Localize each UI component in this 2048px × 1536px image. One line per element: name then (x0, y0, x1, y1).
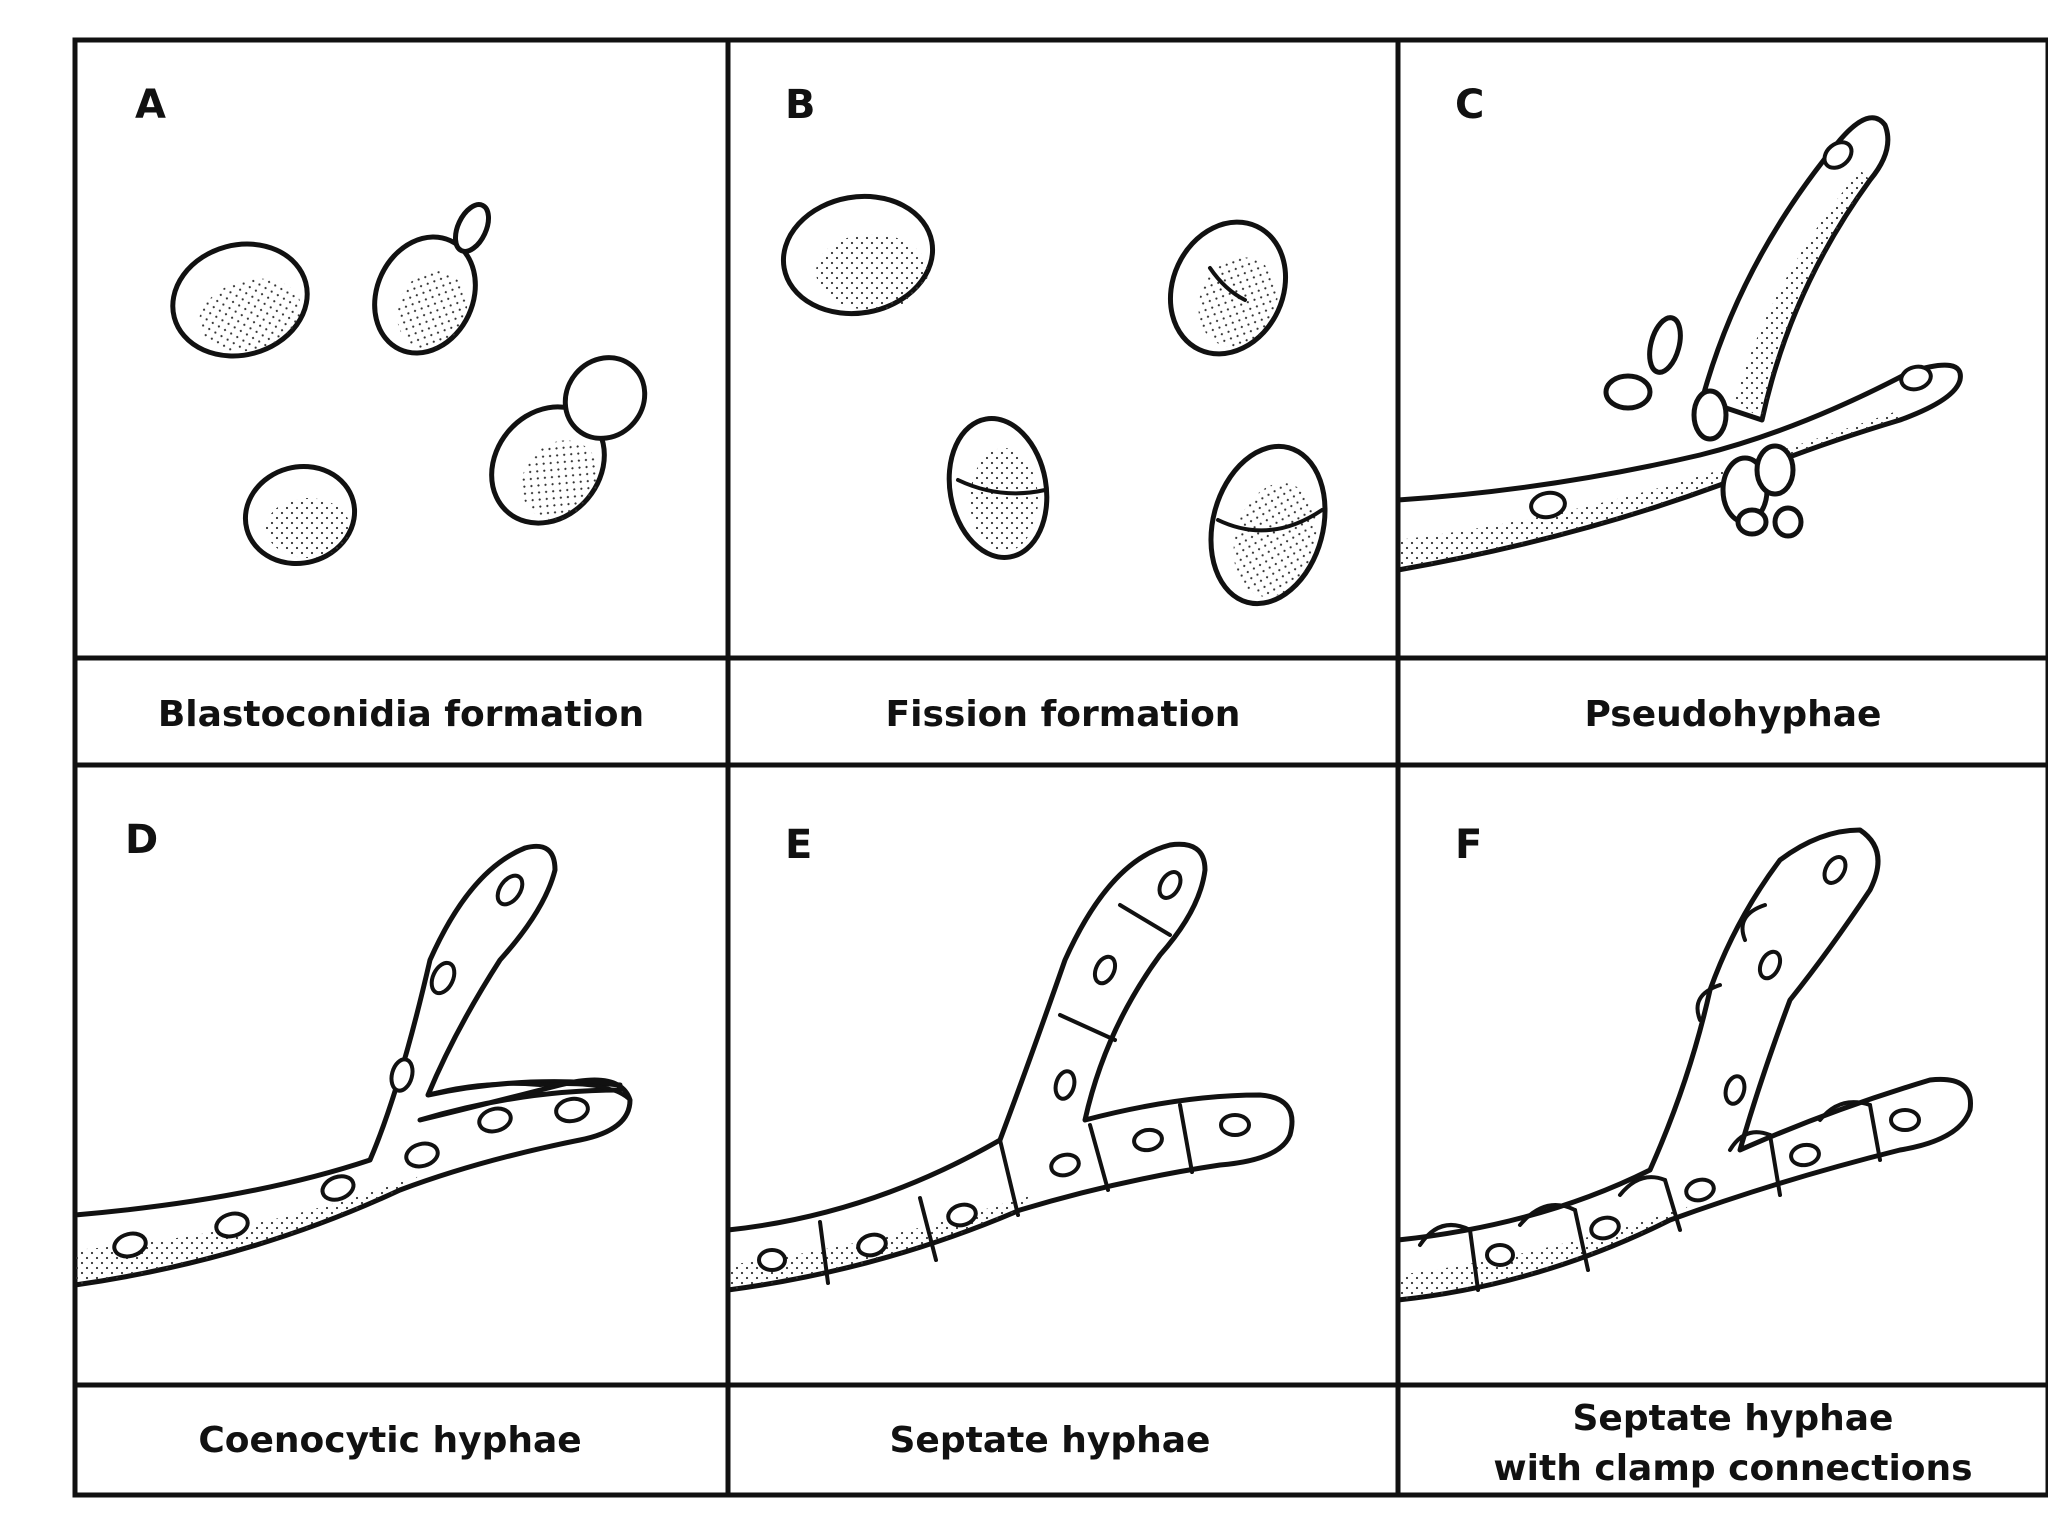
panel-letter-c: C (1455, 82, 1484, 128)
septate-hyphae-illustration (725, 841, 1295, 1293)
panel-letter-d: D (125, 817, 158, 863)
panel-c: C Pseudohyphae (1395, 82, 1963, 735)
coenocytic-hyphae-illustration (72, 843, 633, 1288)
panel-b: B Fission formation (780, 82, 1328, 735)
panel-grid (72, 37, 2048, 1498)
blastoconidia-illustration (170, 202, 648, 567)
panel-letter-f: F (1455, 822, 1482, 868)
caption-a: Blastoconidia formation (158, 694, 644, 735)
panel-f: F Septate hyphae with clamp connections (1395, 822, 1973, 1489)
caption-c: Pseudohyphae (1585, 694, 1882, 735)
clamp-connection-hyphae-illustration (1395, 827, 1973, 1303)
caption-e: Septate hyphae (890, 1420, 1211, 1461)
panel-letter-a: A (135, 82, 166, 128)
caption-d: Coenocytic hyphae (198, 1420, 581, 1461)
panel-a: A Blastoconidia formation (135, 82, 648, 735)
panel-d: D Coenocytic hyphae (72, 817, 633, 1461)
caption-b: Fission formation (886, 694, 1241, 735)
fission-illustration (780, 193, 1328, 607)
panel-e: E Septate hyphae (725, 822, 1295, 1461)
caption-f-line1: Septate hyphae (1573, 1398, 1894, 1439)
panel-letter-b: B (785, 82, 816, 128)
pseudohyphae-illustration (1395, 115, 1963, 573)
caption-f-line2: with clamp connections (1493, 1448, 1972, 1489)
panel-letter-e: E (785, 822, 812, 868)
